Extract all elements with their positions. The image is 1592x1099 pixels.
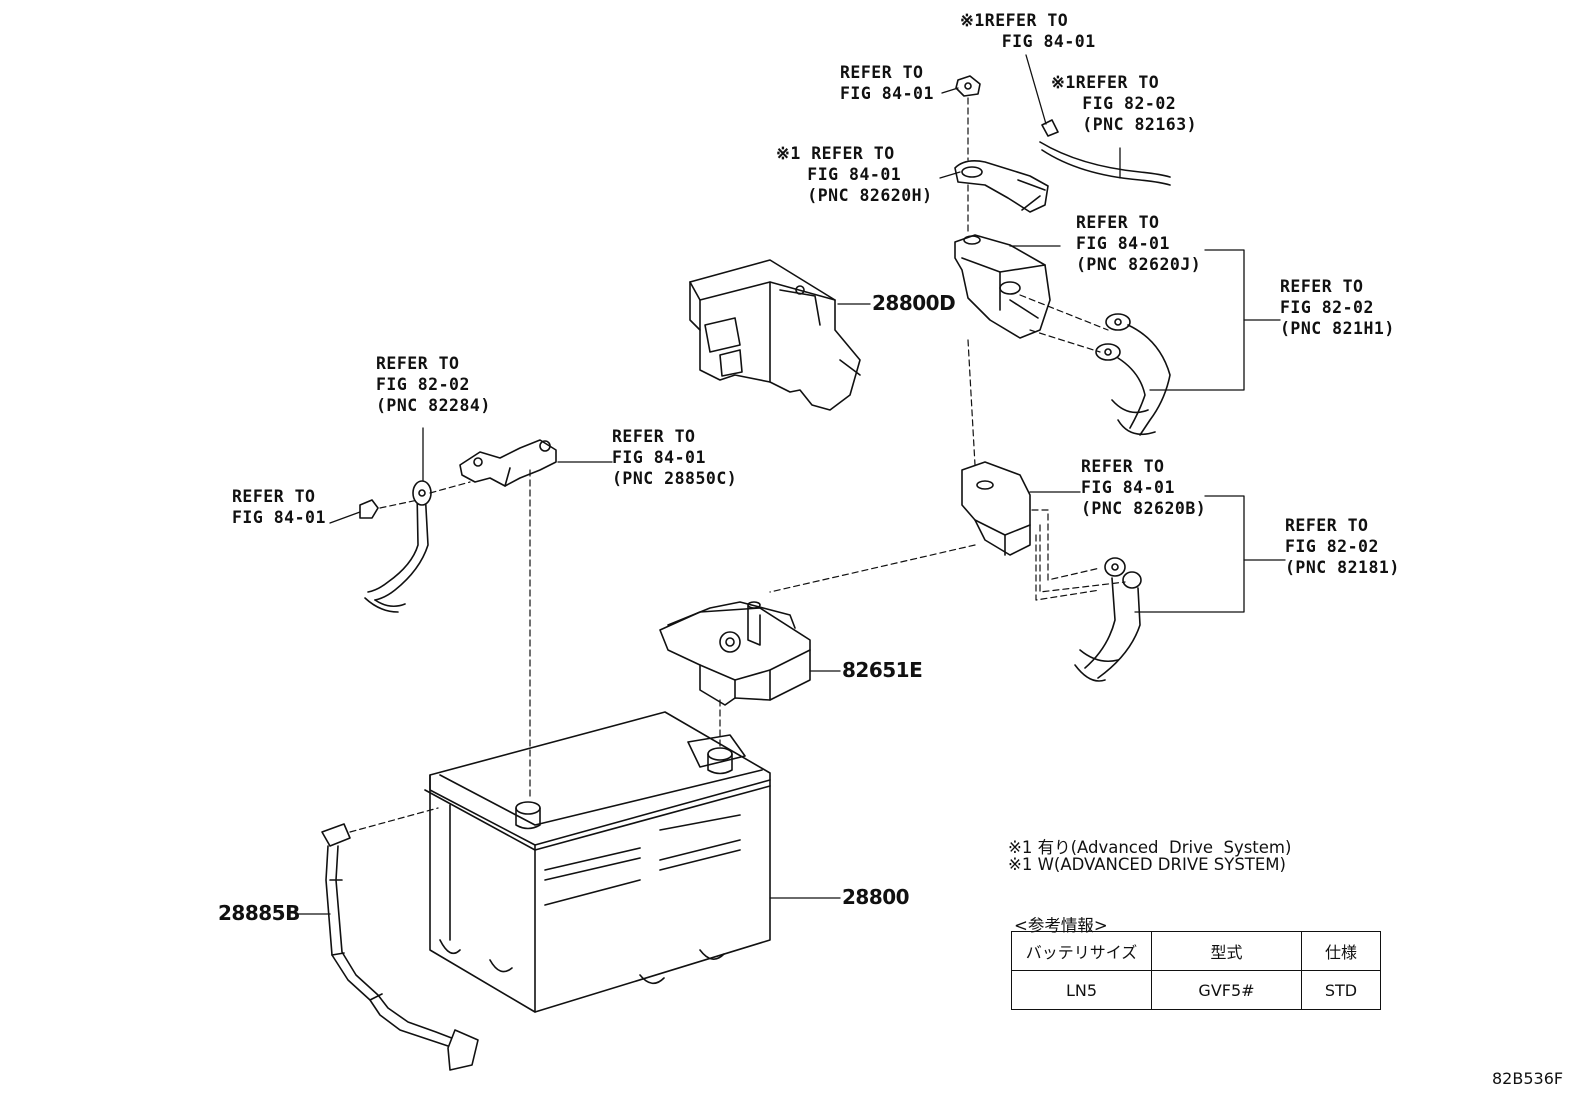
terminal-82620B xyxy=(961,461,1031,556)
terminal-82620H xyxy=(954,160,1049,213)
callout-refer-fig-84-01-top: ※1REFER TO FIG 84-01 xyxy=(960,11,1096,51)
fusible-link-82620J xyxy=(954,234,1051,339)
bolt-left xyxy=(359,499,379,519)
ground-cable-82284 xyxy=(364,480,432,613)
note-advanced-drive-jp: ※1 有り(Advanced Drive System) xyxy=(1008,838,1292,857)
spec-table-row: LN5 GVF5# STD xyxy=(1011,970,1381,1010)
spec-cell-size: LN5 xyxy=(1011,970,1152,1010)
nut-top xyxy=(955,75,981,97)
spec-header-size: バッテリサイズ xyxy=(1011,931,1152,971)
cable-82181 xyxy=(1074,557,1142,682)
part-number-82651E: 82651E xyxy=(842,658,923,682)
leader-lines xyxy=(297,54,1286,915)
part-number-28800D: 28800D xyxy=(872,291,956,315)
figure-code: 82B536F xyxy=(1492,1069,1564,1088)
battery-28800 xyxy=(424,711,771,1013)
assembly-dashed-lines xyxy=(349,97,1126,833)
negative-terminal-clamp xyxy=(459,439,557,487)
junction-block-82651E xyxy=(659,601,811,706)
spec-header-type: 型式 xyxy=(1151,931,1302,971)
battery-cover-28800D xyxy=(689,259,861,411)
battery-sensor-cable-28885B xyxy=(321,823,479,1071)
spec-cell-spec: STD xyxy=(1301,970,1381,1010)
part-number-28885B: 28885B xyxy=(218,901,300,925)
battery-spec-table: バッテリサイズ 型式 仕様 LN5 GVF5# STD xyxy=(1011,931,1381,1010)
spec-header-spec: 仕様 xyxy=(1301,931,1381,971)
cable-821H1 xyxy=(1095,313,1171,436)
reference-info-title: <参考情報> xyxy=(1014,916,1108,935)
part-number-28800: 28800 xyxy=(842,885,910,909)
note-advanced-drive-en: ※1 W(ADVANCED DRIVE SYSTEM) xyxy=(1008,855,1286,874)
callout-refer-pnc-82163: ※1REFER TO FIG 82-02 (PNC 82163) xyxy=(1051,73,1198,134)
spec-cell-type: GVF5# xyxy=(1151,970,1302,1010)
callout-refer-pnc-82620H: ※1 REFER TO FIG 84-01 (PNC 82620H) xyxy=(776,144,933,205)
spec-table-header-row: バッテリサイズ 型式 仕様 xyxy=(1011,931,1381,971)
